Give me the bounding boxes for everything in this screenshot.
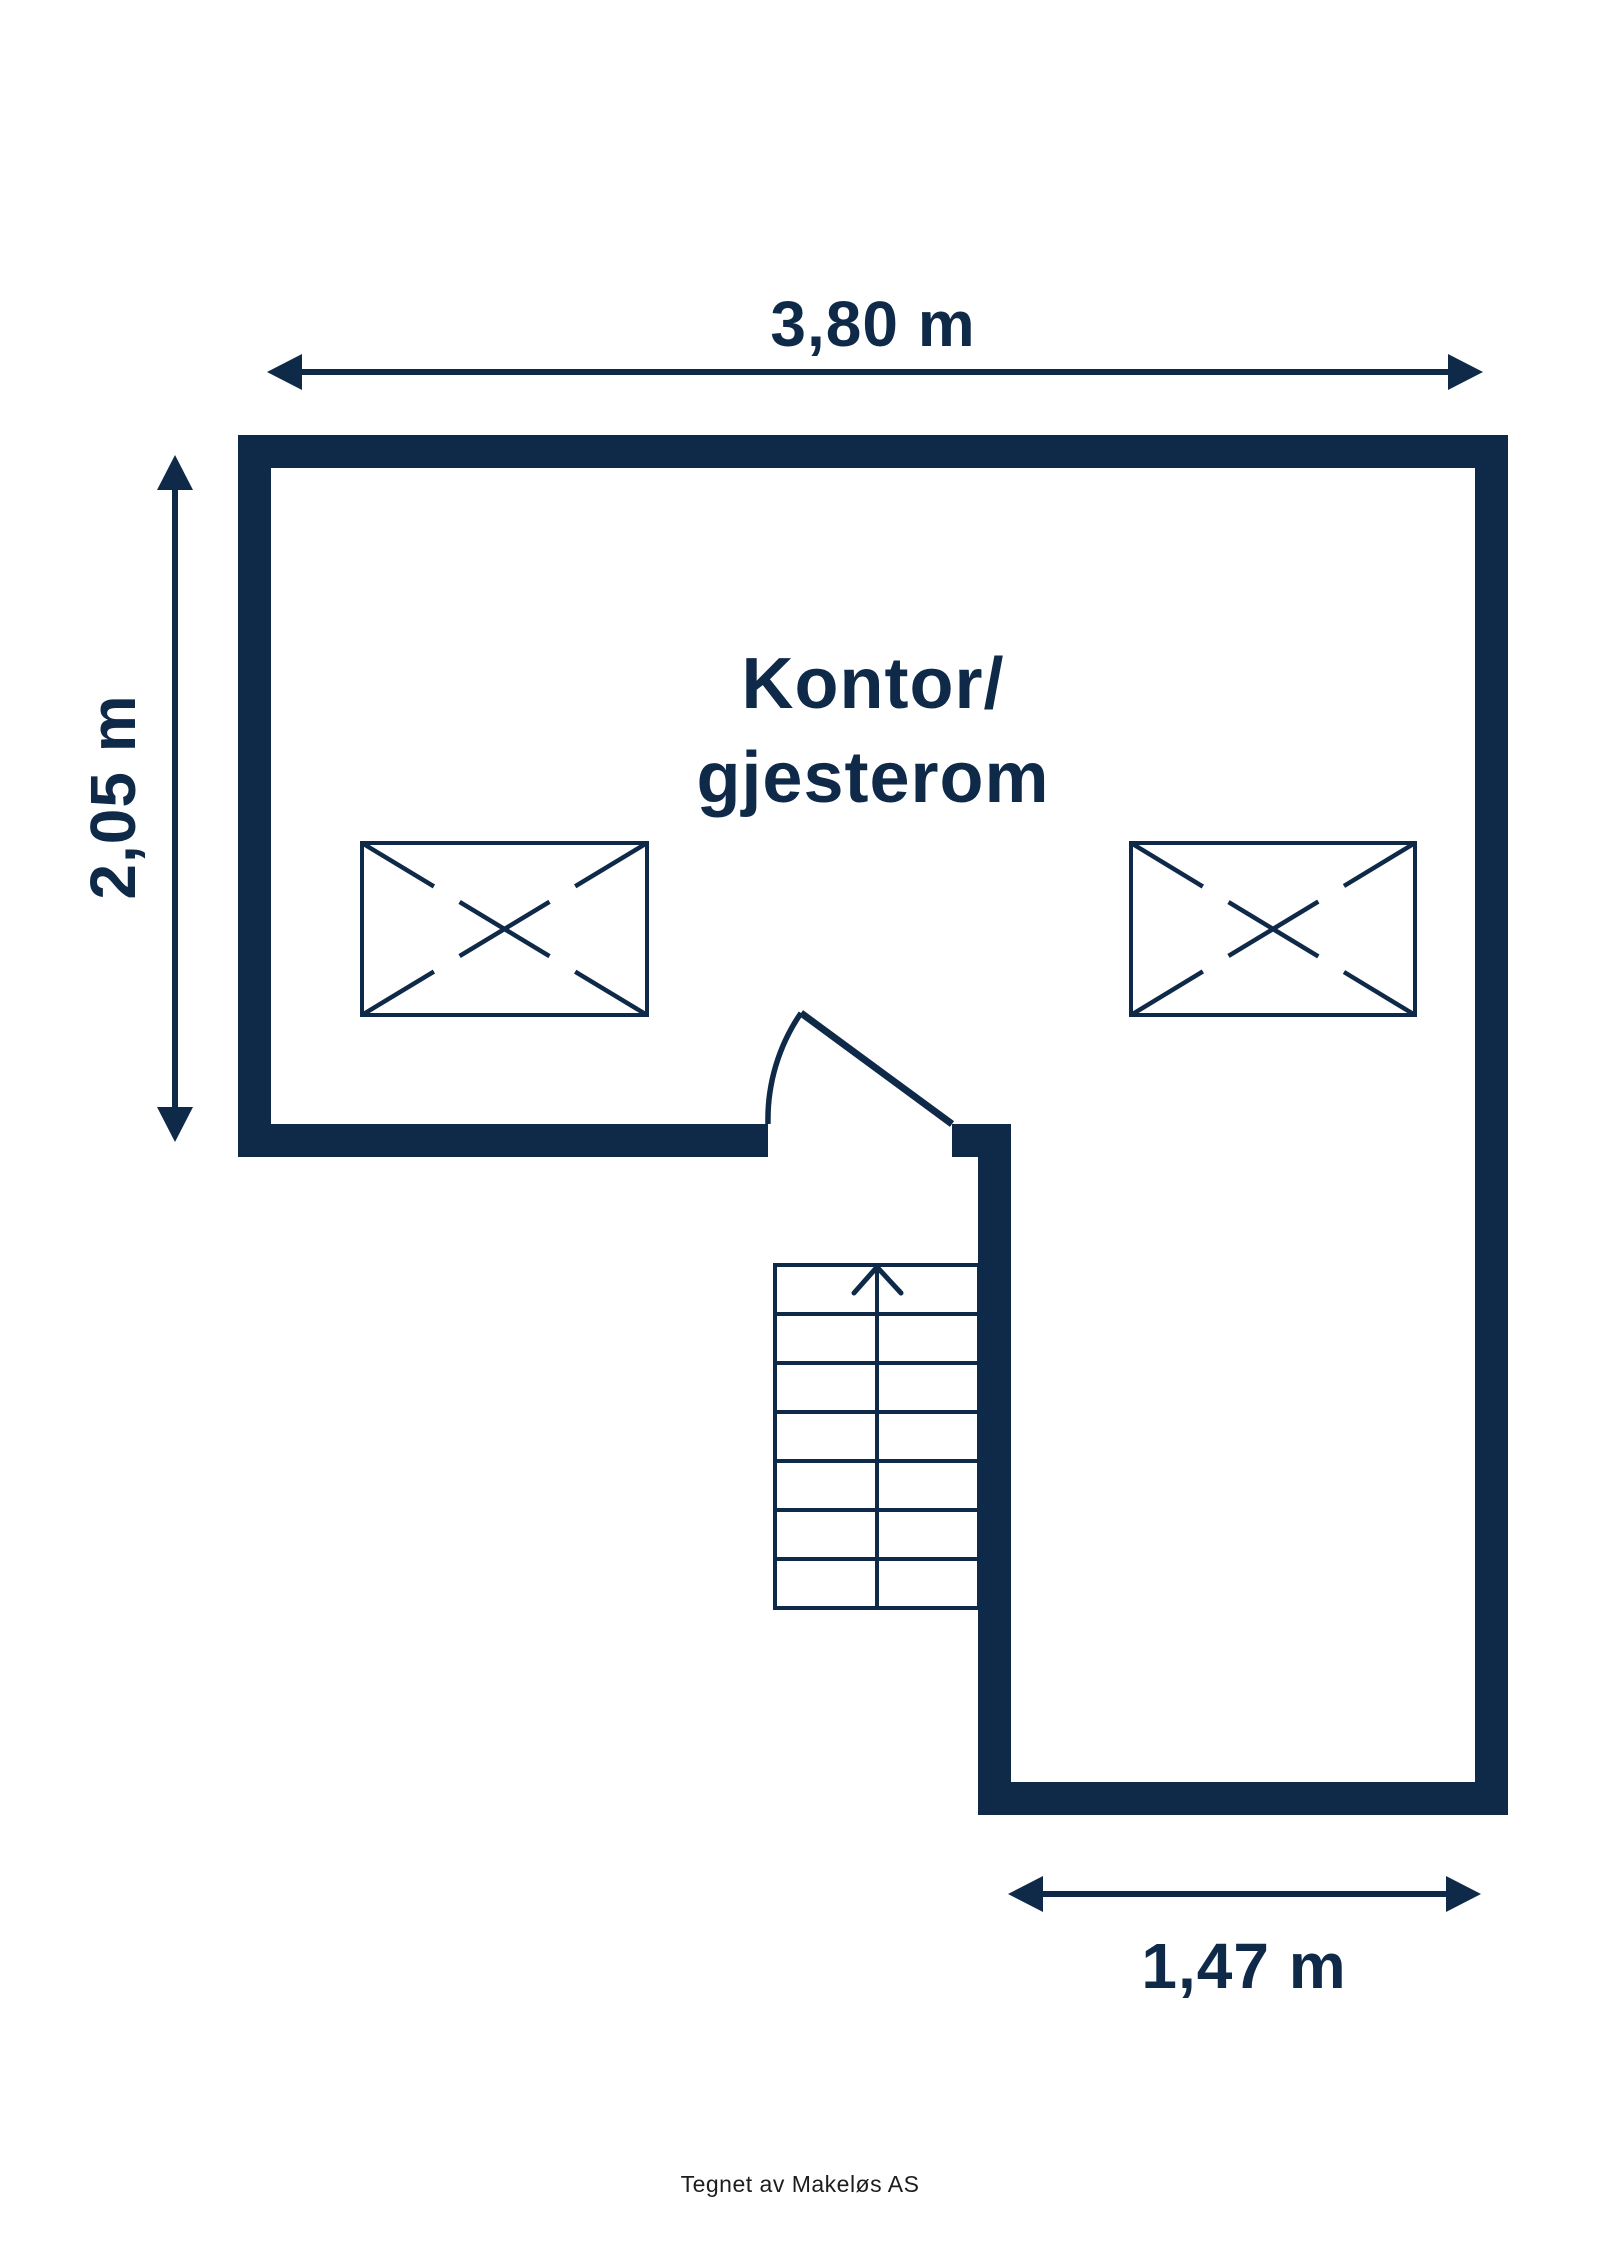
door-symbol [765,1010,955,1127]
skylight-right-icon [1129,841,1417,1017]
stairs-up-arrow-icon [851,1263,904,1296]
wall-left [238,435,271,1157]
arrowhead-left-icon [267,354,302,390]
dimension-top-label: 3,80 m [770,288,975,360]
stairs-symbol [773,1263,981,1610]
skylight-left-frame [360,841,649,1017]
wall-top [238,435,1508,468]
walls [238,435,1508,1815]
arrowhead-right-icon [1448,354,1483,390]
skylight-left-diagonal-2 [360,841,649,1017]
arrowhead-down-icon [157,1107,193,1142]
dimension-bottom-label: 1,47 m [1141,1930,1346,2002]
door-swing-arc [765,1011,804,1125]
footer-credit: Tegnet av Makeløs AS [681,2171,920,2197]
dimension-top: 3,80 m [267,288,1483,390]
wall-right [1475,435,1508,1815]
room-label-line1: Kontor/ [742,644,1005,724]
room-label-line2: gjesterom [696,738,1049,818]
arrowhead-right-icon [1446,1876,1481,1912]
dimension-left-label: 2,05 m [77,694,149,899]
wall-bottom-upper-left [238,1124,768,1157]
skylight-right-frame [1129,841,1417,1017]
wall-leg-left [978,1124,1011,1815]
dimension-left: 2,05 m [77,455,193,1142]
door-leaf [798,1010,955,1127]
room-label: Kontor/ gjesterom [696,644,1049,818]
arrowhead-up-icon [157,455,193,490]
dimension-bottom: 1,47 m [1008,1876,1481,2002]
wall-leg-bottom [978,1782,1508,1815]
skylight-left-icon [360,841,649,1017]
skylight-right-diagonal-2 [1129,841,1417,1017]
arrowhead-left-icon [1008,1876,1043,1912]
